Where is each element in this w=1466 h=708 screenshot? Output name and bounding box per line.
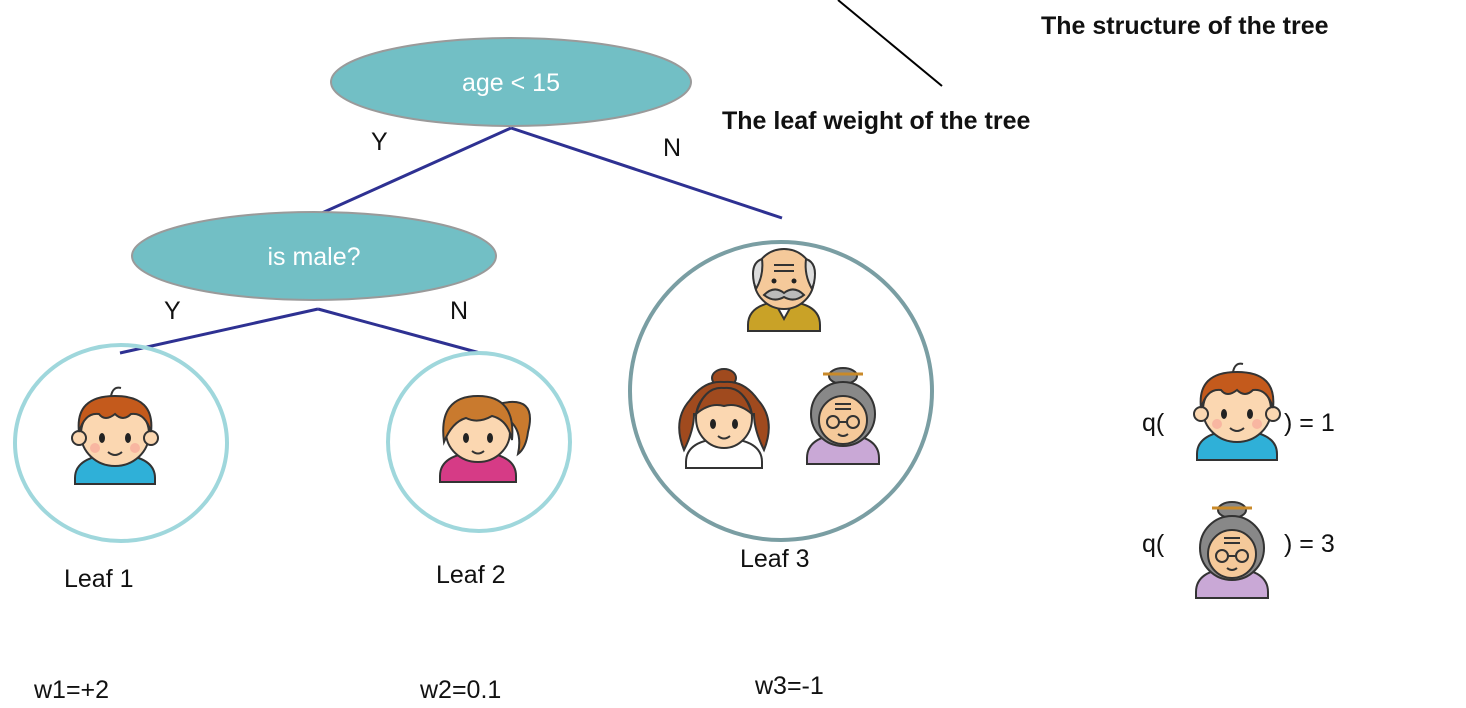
- leaf-weight-annotation: The leaf weight of the tree: [722, 107, 1031, 135]
- edge-label-root-yes: Y: [371, 128, 388, 156]
- leaf-3-weight: w3=-1: [755, 672, 824, 700]
- example-2-prefix: q(: [1142, 530, 1165, 558]
- grandfather-icon: [747, 248, 821, 332]
- example-boy-icon: [1193, 362, 1281, 461]
- child-node: is male?: [131, 211, 497, 301]
- leaf-3-label: Leaf 3: [740, 545, 810, 573]
- leaf-2-ring: [386, 351, 572, 533]
- leaf-1-weight: w1=+2: [34, 676, 110, 704]
- example-1-suffix: ) = 1: [1284, 409, 1335, 437]
- root-node-label: age < 15: [462, 69, 560, 97]
- boy-icon: [71, 386, 159, 485]
- leaf-2-label: Leaf 2: [436, 561, 506, 589]
- edge-child-no: [317, 307, 481, 355]
- edge-root-yes: [312, 126, 512, 219]
- root-node: age < 15: [330, 37, 692, 127]
- edge-label-root-no: N: [663, 134, 682, 162]
- edge-label-child-yes: Y: [164, 297, 181, 325]
- edge-child-yes: [119, 307, 319, 355]
- leaf-1-ring: [13, 343, 229, 543]
- leaf-2-weight: w2=0.1: [420, 676, 502, 704]
- girl-icon: [439, 395, 531, 483]
- example-1-prefix: q(: [1142, 409, 1165, 437]
- edge-label-child-no: N: [450, 297, 469, 325]
- leaf-1-label: Leaf 1: [64, 565, 134, 593]
- mother-icon: [678, 368, 770, 469]
- grandmother-icon: [805, 366, 881, 466]
- structure-annotation: The structure of the tree: [1041, 12, 1329, 40]
- edge-root-no: [510, 126, 783, 220]
- callout-line: [837, 0, 943, 87]
- example-2-suffix: ) = 3: [1284, 530, 1335, 558]
- leaf-3-ring: [628, 240, 934, 542]
- child-node-label: is male?: [267, 243, 360, 271]
- example-grandmother-icon: [1194, 500, 1270, 600]
